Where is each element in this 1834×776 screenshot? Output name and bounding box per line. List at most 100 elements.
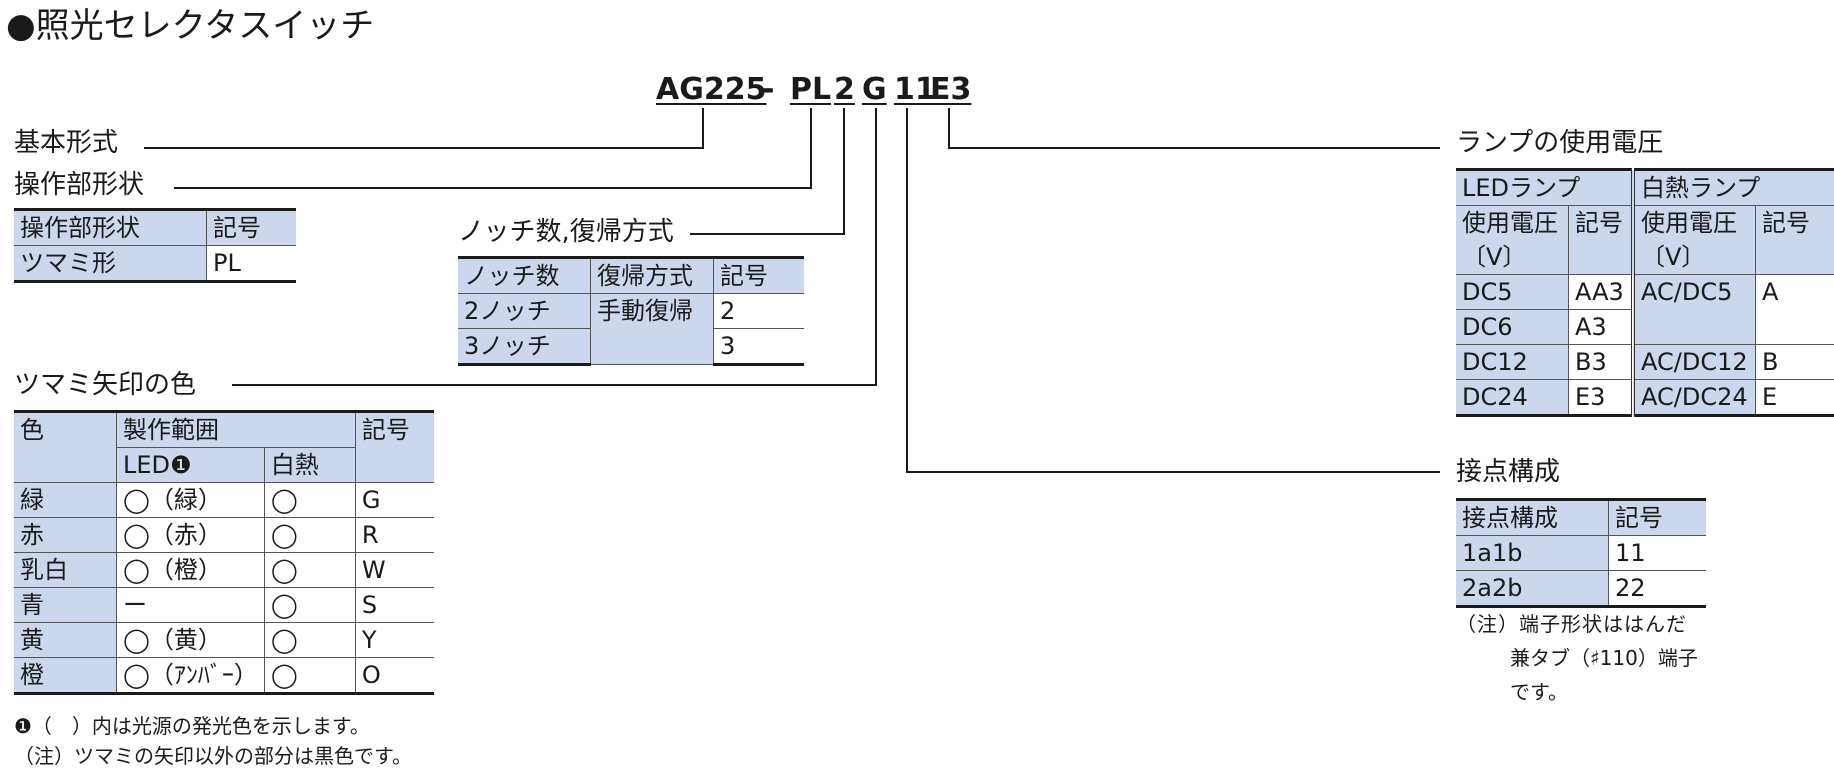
header-cell: 使用電圧 〔V〕	[1456, 205, 1569, 275]
knob-color-table: 色 製作範囲 記号 LED❶ 白熱 緑 ◯（緑） ◯ G 赤 ◯（赤） ◯ R …	[14, 410, 434, 695]
cell: 11	[1608, 535, 1706, 571]
footnote-black: （注）ツマミの矢印以外の部分は黒色です。	[14, 744, 412, 768]
connector-notch-h	[690, 233, 845, 235]
header-unit: 〔V〕	[1641, 243, 1706, 271]
lamp-voltage-table: LEDランプ 白熱ランプ 使用電圧 〔V〕 記号 使用電圧 〔V〕 記号 DC5…	[1456, 168, 1834, 417]
cell: 赤	[14, 517, 117, 553]
cell: 手動復帰	[590, 293, 714, 365]
cell: 22	[1608, 570, 1706, 608]
contact-note-line-3: です。	[1510, 680, 1568, 704]
cell: 2	[713, 293, 804, 329]
contact-note-line-2: 兼タブ（♯110）端子	[1510, 646, 1698, 670]
cell: ◯（赤）	[116, 517, 265, 553]
cell: AA3	[1568, 274, 1633, 310]
cell: ◯	[263, 482, 356, 518]
cell: O	[354, 657, 434, 695]
cell: R	[354, 517, 434, 553]
model-notch-code: 2	[834, 72, 855, 107]
header-cell: 記号	[1755, 205, 1834, 275]
header-cell: 記号	[713, 257, 804, 294]
cell: G	[354, 482, 434, 518]
header-cell: 記号	[354, 411, 434, 483]
page-title: ●照光セレクタスイッチ	[6, 6, 375, 46]
connector-contact-v	[906, 108, 908, 472]
cell: B	[1755, 344, 1834, 380]
cell: ー	[116, 587, 265, 623]
header-cell: 記号	[206, 209, 296, 246]
connector-base-v	[702, 108, 704, 148]
header-cell: ノッチ数	[458, 257, 591, 294]
label-knob-color: ツマミ矢印の色	[14, 370, 197, 400]
footnote-light-color: ❶（ ）内は光源の発光色を示します。	[14, 714, 370, 738]
cell: 乳白	[14, 552, 117, 588]
cell: 3ノッチ	[458, 328, 591, 366]
cell: 青	[14, 587, 117, 623]
cell: ツマミ形	[14, 245, 207, 283]
cell: B3	[1568, 344, 1633, 380]
cell: W	[354, 552, 434, 588]
connector-operator-h	[174, 187, 812, 189]
connector-color-h	[232, 384, 877, 386]
connector-operator-v	[810, 108, 812, 188]
header-voltage: 使用電圧	[1641, 209, 1737, 237]
group-header-led: LEDランプ	[1456, 169, 1633, 206]
label-lamp-voltage: ランプの使用電圧	[1456, 128, 1664, 158]
label-basic-type: 基本形式	[14, 128, 119, 158]
connector-base-h	[144, 147, 704, 149]
cell: ◯（ｱﾝﾊﾞｰ）	[116, 657, 265, 695]
contact-note-line-1: （注）端子形状ははんだ	[1456, 612, 1687, 636]
label-operator-shape: 操作部形状	[14, 170, 145, 200]
header-cell: 接点構成	[1456, 499, 1609, 536]
connector-voltage-h	[948, 147, 1440, 149]
cell: S	[354, 587, 434, 623]
cell: 2ノッチ	[458, 293, 591, 329]
model-color-code: G	[862, 72, 887, 107]
subheader-cell: LED❶	[116, 447, 265, 483]
header-cell: 色	[14, 411, 117, 483]
header-voltage: 使用電圧	[1462, 209, 1558, 237]
cell: ◯（緑）	[116, 482, 265, 518]
header-unit: 〔V〕	[1462, 243, 1527, 271]
model-contact-code: 11	[894, 72, 936, 107]
contact-table: 接点構成 記号 1a1b 11 2a2b 22	[1456, 498, 1706, 608]
cell: 橙	[14, 657, 117, 695]
connector-voltage-v	[948, 108, 950, 148]
connector-contact-h	[906, 471, 1440, 473]
cell: AC/DC5	[1631, 274, 1756, 345]
cell: AC/DC12	[1631, 344, 1756, 380]
model-base: AG225	[656, 72, 767, 107]
cell: E	[1755, 379, 1834, 417]
header-cell: 復帰方式	[590, 257, 714, 294]
subheader-cell: 白熱	[263, 447, 356, 483]
header-cell: 記号	[1608, 499, 1706, 536]
cell: 緑	[14, 482, 117, 518]
cell: A3	[1568, 309, 1633, 345]
cell: A	[1755, 274, 1834, 345]
label-notch: ノッチ数,復帰方式	[458, 217, 674, 247]
cell: AC/DC24	[1631, 379, 1756, 417]
model-voltage-code: E3	[930, 72, 972, 107]
cell: DC24	[1456, 379, 1569, 417]
cell: ◯	[263, 622, 356, 658]
operator-table: 操作部形状 記号 ツマミ形 PL	[14, 208, 296, 283]
cell: 3	[713, 328, 804, 366]
header-cell: 記号	[1568, 205, 1633, 275]
cell: E3	[1568, 379, 1633, 417]
cell: DC12	[1456, 344, 1569, 380]
cell: ◯	[263, 657, 356, 695]
cell: ◯（黄）	[116, 622, 265, 658]
cell: DC6	[1456, 309, 1569, 345]
connector-notch-v	[843, 108, 845, 234]
header-cell: 使用電圧 〔V〕	[1631, 205, 1756, 275]
header-cell: 操作部形状	[14, 209, 207, 246]
cell: PL	[206, 245, 296, 283]
label-contact: 接点構成	[1456, 457, 1561, 487]
connector-color-v	[875, 108, 877, 385]
notch-table: ノッチ数 復帰方式 記号 2ノッチ 手動復帰 2 3ノッチ 3	[458, 256, 804, 366]
cell: 黄	[14, 622, 117, 658]
cell: 1a1b	[1456, 535, 1609, 571]
cell: ◯（橙）	[116, 552, 265, 588]
group-header-incandescent: 白熱ランプ	[1631, 169, 1834, 206]
model-dash: -	[762, 72, 775, 107]
header-cell: 製作範囲	[116, 411, 356, 448]
